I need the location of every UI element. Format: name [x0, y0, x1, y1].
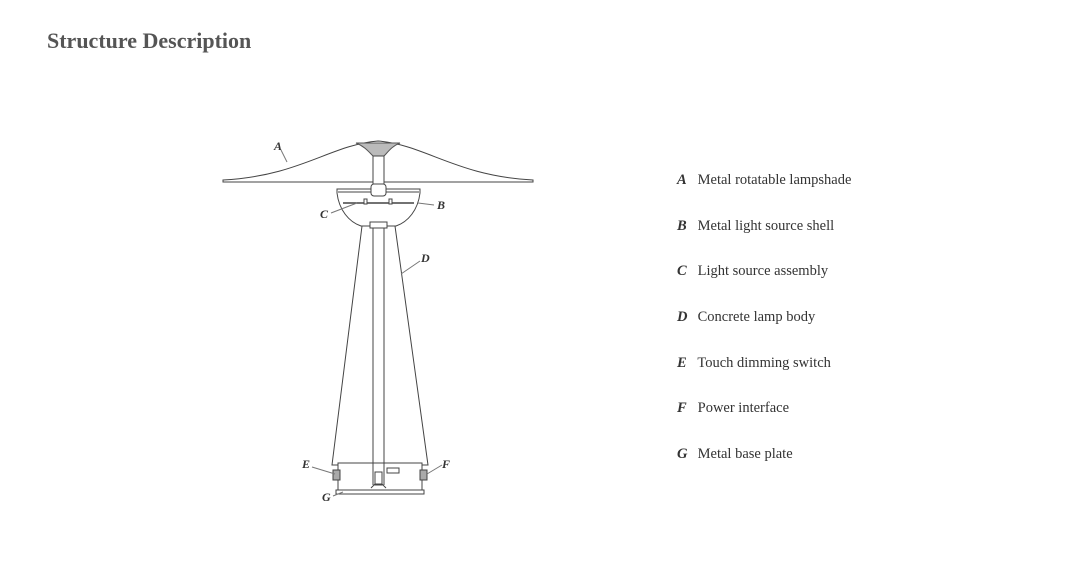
- legend-letter: G: [677, 446, 688, 463]
- legend-text: Concrete lamp body: [697, 309, 816, 326]
- legend-item: F Power interface: [677, 400, 851, 446]
- diagram-label-e: E: [301, 457, 310, 471]
- light-source-shell: [336, 188, 421, 227]
- base-plate: [335, 489, 425, 495]
- legend: A Metal rotatable lampshade B Metal ligh…: [677, 172, 851, 492]
- legend-item: G Metal base plate: [677, 446, 851, 492]
- diagram-label-a: A: [273, 139, 282, 153]
- legend-letter: A: [677, 172, 687, 188]
- legend-text: Metal light source shell: [697, 217, 835, 234]
- legend-item: E Touch dimming switch: [677, 355, 851, 401]
- lamp-body: [331, 225, 429, 466]
- legend-item: D Concrete lamp body: [677, 309, 851, 355]
- legend-letter: B: [677, 217, 687, 234]
- legend-text: Metal base plate: [697, 446, 793, 463]
- diagram-label-b: B: [436, 198, 445, 212]
- legend-text: Metal rotatable lampshade: [697, 172, 852, 188]
- legend-letter: D: [677, 309, 688, 326]
- page-title: Structure Description: [47, 28, 252, 53]
- legend-letter: F: [677, 400, 687, 417]
- diagram-label-d: D: [420, 251, 430, 265]
- diagram-label-c: C: [320, 207, 329, 221]
- legend-text: Light source assembly: [697, 263, 829, 280]
- legend-item: A Metal rotatable lampshade: [677, 172, 851, 218]
- legend-letter: C: [677, 263, 687, 280]
- legend-letter: E: [677, 354, 687, 371]
- legend-text: Power interface: [697, 400, 790, 417]
- legend-item: B Metal light source shell: [677, 218, 851, 264]
- legend-item: C Light source assembly: [677, 263, 851, 309]
- diagram-label-g: G: [322, 490, 331, 504]
- legend-text: Touch dimming switch: [697, 354, 831, 371]
- diagram-label-f: F: [441, 457, 450, 471]
